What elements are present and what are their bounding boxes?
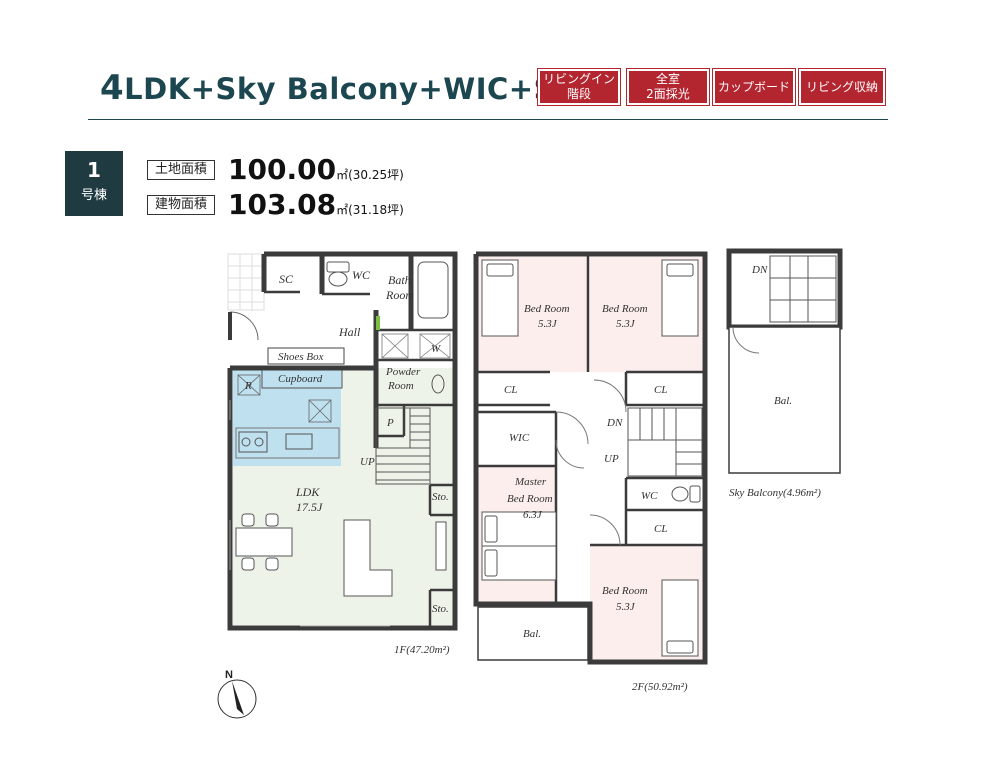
title-rest: LDK+Sky Balcony+WIC+SC — [124, 72, 577, 106]
unit-number: 1 — [87, 158, 101, 182]
label-master-1: Master — [514, 476, 547, 488]
label-bed1-size: 5.3J — [538, 318, 558, 330]
label-powder-2: Room — [387, 380, 414, 392]
label-bath-2: Room — [385, 288, 414, 302]
label-r: R — [244, 380, 252, 392]
sofa-icon — [343, 519, 393, 597]
compass-icon: N — [217, 669, 257, 719]
entrance-door[interactable] — [229, 311, 259, 341]
label-bal-sky: Bal. — [774, 395, 792, 407]
compass-north-label: N — [225, 669, 233, 681]
caption-sky: Sky Balcony(4.96m²) — [729, 487, 821, 499]
sink-icon — [285, 433, 313, 450]
toilet-icon — [326, 261, 350, 287]
label-wic: WIC — [509, 432, 530, 444]
label-dn-2f: DN — [606, 417, 623, 429]
label-wc-1f: WC — [352, 268, 371, 282]
label-up-1f: UP — [360, 456, 375, 468]
label-cl3: CL — [654, 523, 667, 535]
label-bed2-size: 5.3J — [616, 318, 636, 330]
label-sto-2: Sto. — [432, 603, 449, 615]
kitchen-counter — [235, 427, 340, 459]
sky-balcony-plan: DN Bal. Sky Balcony(4.96m²) — [726, 248, 843, 499]
floor2-walls — [473, 251, 708, 665]
toilet-2f-icon — [671, 485, 701, 503]
tv-board — [435, 521, 447, 571]
label-powder-1: Powder — [385, 366, 421, 378]
plan-title: 4LDK+Sky Balcony+WIC+SC — [100, 68, 577, 108]
label-ldk-size: 17.5J — [296, 500, 323, 514]
land-area-label: 土地面積 — [147, 160, 215, 180]
floor1-plan: SC WC Bath Room Hall W Shoes Box Cupboar… — [227, 251, 458, 656]
label-bath-1: Bath — [388, 273, 411, 287]
bed-icons — [481, 259, 699, 657]
label-w: W — [431, 343, 441, 355]
floor2-plan: Bed Room 5.3J Bed Room 5.3J CL CL WIC DN… — [473, 251, 708, 693]
label-sto-1: Sto. — [432, 491, 449, 503]
stairs-1f — [375, 407, 431, 485]
washer-icon — [381, 333, 451, 359]
label-p: P — [386, 417, 394, 429]
land-area-number: 100.00 — [228, 153, 337, 186]
label-master-size: 6.3J — [523, 509, 543, 521]
label-shoes-box: Shoes Box — [278, 351, 324, 363]
building-area-label: 建物面積 — [147, 195, 215, 215]
pantry-box-icon — [308, 399, 332, 423]
land-area-unit: ㎡ — [336, 168, 349, 182]
label-cl1: CL — [504, 384, 517, 396]
title-prefix: 4 — [100, 68, 125, 108]
label-dn-sky: DN — [751, 264, 768, 276]
entrance-porch — [227, 253, 265, 311]
balcony-2f — [477, 606, 589, 661]
unit-label: 号棟 — [80, 188, 107, 203]
land-area-tsubo: (30.25坪) — [348, 168, 404, 182]
badge-cupboard: カップボード — [712, 68, 796, 106]
label-bed3-size: 5.3J — [616, 601, 636, 613]
land-area-value: 100.00㎡(30.25坪) — [228, 153, 404, 186]
label-ldk: LDK — [295, 485, 320, 499]
stairs-2f — [627, 407, 703, 477]
label-up-2f: UP — [604, 453, 619, 465]
dining-chairs — [241, 513, 279, 571]
label-bed2: Bed Room — [602, 303, 648, 315]
badge-two-side-light: 全室 2面採光 — [626, 68, 710, 106]
stairs-sky — [769, 255, 837, 323]
building-area-value: 103.08㎡(31.18坪) — [228, 188, 404, 221]
label-hall: Hall — [338, 325, 361, 339]
header-divider — [88, 119, 888, 120]
label-bed1: Bed Room — [524, 303, 570, 315]
label-master-2: Bed Room — [507, 493, 553, 505]
label-bal-2f: Bal. — [523, 628, 541, 640]
badge-living-storage: リビング収納 — [798, 68, 886, 106]
stove-icon — [238, 431, 268, 453]
caption-1f: 1F(47.20m²) — [394, 644, 450, 656]
building-area-number: 103.08 — [228, 188, 337, 221]
label-cl2: CL — [654, 384, 667, 396]
building-area-tsubo: (31.18坪) — [348, 203, 404, 217]
bathtub-icon — [417, 261, 449, 319]
door-arcs-2f — [555, 379, 627, 546]
label-wc-2f: WC — [641, 490, 658, 502]
unit-tag: 1 号棟 — [65, 151, 123, 216]
fridge-icon — [237, 374, 261, 396]
shoes-box — [267, 347, 345, 365]
building-area-unit: ㎡ — [336, 203, 349, 217]
label-bed3: Bed Room — [602, 585, 648, 597]
caption-2f: 2F(50.92m²) — [632, 681, 688, 693]
bath-door-marker — [376, 316, 380, 330]
badge-living-stairs: リビングイン 階段 — [537, 68, 621, 106]
label-cupboard: Cupboard — [278, 373, 323, 385]
dining-table — [235, 527, 293, 557]
label-sc: SC — [279, 272, 294, 286]
washbasin-icon — [431, 374, 445, 394]
